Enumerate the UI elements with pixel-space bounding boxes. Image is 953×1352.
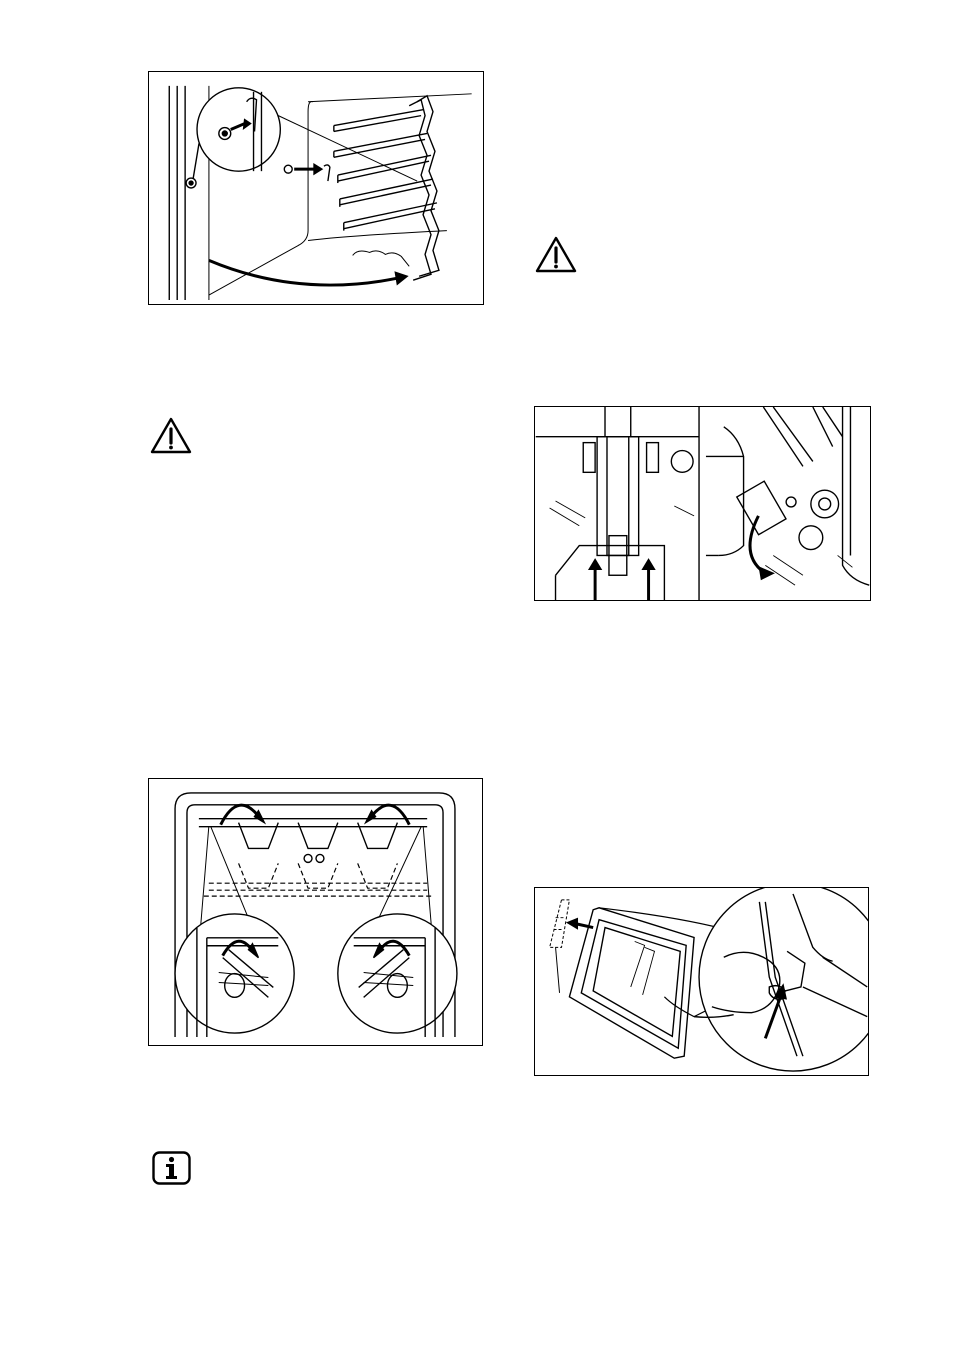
warning-triangle-icon [535, 236, 577, 273]
warning-triangle-icon [150, 417, 192, 454]
figure-shelf-support-removal [148, 71, 484, 305]
shelf-support-illustration [149, 72, 483, 304]
grill-heater-illustration [149, 779, 482, 1045]
figure-door-hinge-release [534, 406, 871, 601]
info-icon [152, 1151, 191, 1185]
door-hinge-illustration [535, 407, 870, 600]
door-glass-illustration [535, 888, 868, 1075]
figure-door-glass-panel-removal [534, 887, 869, 1076]
figure-grill-heater-lowering [148, 778, 483, 1046]
